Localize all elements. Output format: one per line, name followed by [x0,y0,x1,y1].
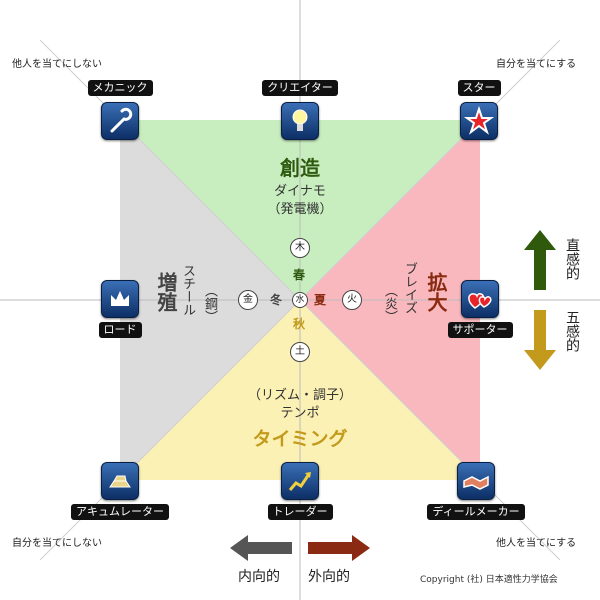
timing-sub-1: （リズム・調子） [247,388,352,403]
five-senses-arrow [524,310,556,370]
creation-sub-1: ダイナモ [274,184,326,199]
gold-bars-icon [101,462,139,500]
element-water: 水 [292,292,308,308]
role-creator[interactable]: クリエイター [258,76,342,140]
role-mechanic-label: メカニック [87,80,153,96]
expansion-sub-2: （炎） [382,284,397,323]
element-fire: 火 [342,290,362,310]
role-creator-label: クリエイター [262,80,338,96]
expansion-title: 拡大 [424,272,448,312]
chart-trend-icon [281,462,319,500]
role-lord[interactable]: ロード [90,280,150,338]
expansion-sub-1: ブレイズ [402,262,417,314]
role-dealmaker-label: ディールメーカー [427,504,525,520]
element-metal: 金 [238,290,258,310]
role-star-label: スター [457,80,501,96]
five-senses-label: 五感的 [564,310,580,352]
season-autumn: 秋 [293,317,306,331]
role-mechanic[interactable]: メカニック [80,76,160,140]
corner-note-top-right: 自分を当てにする [496,59,577,70]
horizontal-arrows [230,535,370,561]
creation-sub-2: （発電機） [267,202,333,217]
role-star[interactable]: スター [444,76,514,140]
extrovert-label: 外向的 [308,569,350,585]
vertical-arrows [524,230,556,370]
proliferation-sub-1: スチール [180,264,195,316]
proliferation-title: 増殖 [154,272,178,312]
corner-note-top-left: 他人を当てにしない [12,59,102,70]
timing-sub-2: テンポ [280,406,320,421]
timing-title: タイミング [252,428,348,450]
intuition-arrow [524,230,556,290]
intuition-label: 直感的 [564,238,580,280]
star-icon [460,102,498,140]
role-accumulator-label: アキュムレーター [71,504,169,520]
wrench-icon [101,102,139,140]
copyright-text: Copyright (社) 日本適性力学協会 [420,575,558,585]
role-trader[interactable]: トレーダー [262,462,338,520]
role-supporter[interactable]: サポーター [440,280,520,338]
handshake-icon [457,462,495,500]
role-trader-label: トレーダー [267,504,333,520]
role-dealmaker[interactable]: ディールメーカー [420,462,532,520]
lightbulb-icon [281,102,319,140]
season-summer: 夏 [314,293,327,307]
crown-icon [101,280,139,318]
extrovert-arrow [308,535,370,561]
introvert-label: 内向的 [238,569,280,585]
element-wood: 木 [290,238,310,258]
element-earth: 土 [290,342,310,362]
role-supporter-label: サポーター [447,322,513,338]
role-accumulator[interactable]: アキュムレーター [66,462,174,520]
creation-title: 創造 [280,156,320,180]
role-lord-label: ロード [98,322,142,338]
season-winter: 冬 [270,293,283,307]
introvert-arrow [230,535,292,561]
hearts-icon [461,280,499,318]
corner-note-bottom-right: 他人を当てにする [496,538,577,549]
proliferation-sub-2: （鋼） [202,284,217,323]
corner-note-bottom-left: 自分を当てにしない [12,538,102,549]
season-spring: 春 [293,268,306,282]
